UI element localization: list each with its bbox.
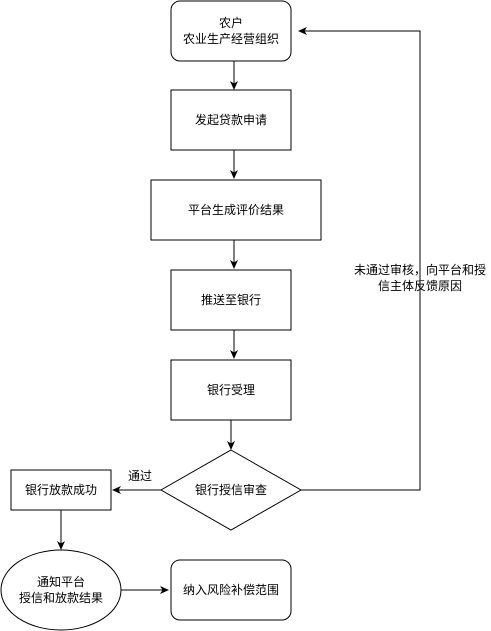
- node-push-to-bank: [170, 269, 292, 331]
- node-farmer: [170, 0, 292, 62]
- node-apply-loan: [170, 89, 292, 151]
- apply-loan-label: 发起贷款申请: [195, 112, 267, 127]
- node-credit-review: [159, 449, 303, 531]
- node-risk-compensation: [170, 559, 292, 621]
- risk-compensation-label: 纳入风险补偿范围: [183, 582, 279, 597]
- credit-review-label: 银行授信审查: [195, 482, 267, 497]
- pass-edge-label: 通过: [128, 469, 152, 483]
- farmer-label-line1: 农户: [219, 15, 243, 30]
- edges: [57, 27, 421, 594]
- edge-review-reject-to-farmer: [298, 27, 421, 491]
- evaluation-result-label: 平台生成评价结果: [188, 202, 284, 217]
- reject-edge-label-line2: 信主体反馈原因: [378, 279, 462, 293]
- reject-edge-label-line1: 未通过审核，向平台和授: [354, 262, 486, 277]
- notify-platform-label-line2: 授信和放款结果: [19, 590, 103, 605]
- push-to-bank-label: 推送至银行: [201, 292, 261, 307]
- labels: 农户 农业生产经营组织 发起贷款申请 平台生成评价结果 推送至银行 银行受理 银…: [19, 15, 486, 605]
- farmer-label-line2: 农业生产经营组织: [183, 32, 279, 46]
- node-bank-accept: [170, 359, 292, 421]
- node-evaluation-result: [150, 179, 322, 241]
- bank-accept-label: 银行受理: [207, 383, 255, 397]
- node-loan-success: [10, 469, 112, 511]
- nodes: [0, 0, 322, 631]
- loan-success-label: 银行放款成功: [25, 482, 97, 497]
- node-notify-platform: [0, 549, 122, 631]
- notify-platform-label-line1: 通知平台: [37, 574, 85, 589]
